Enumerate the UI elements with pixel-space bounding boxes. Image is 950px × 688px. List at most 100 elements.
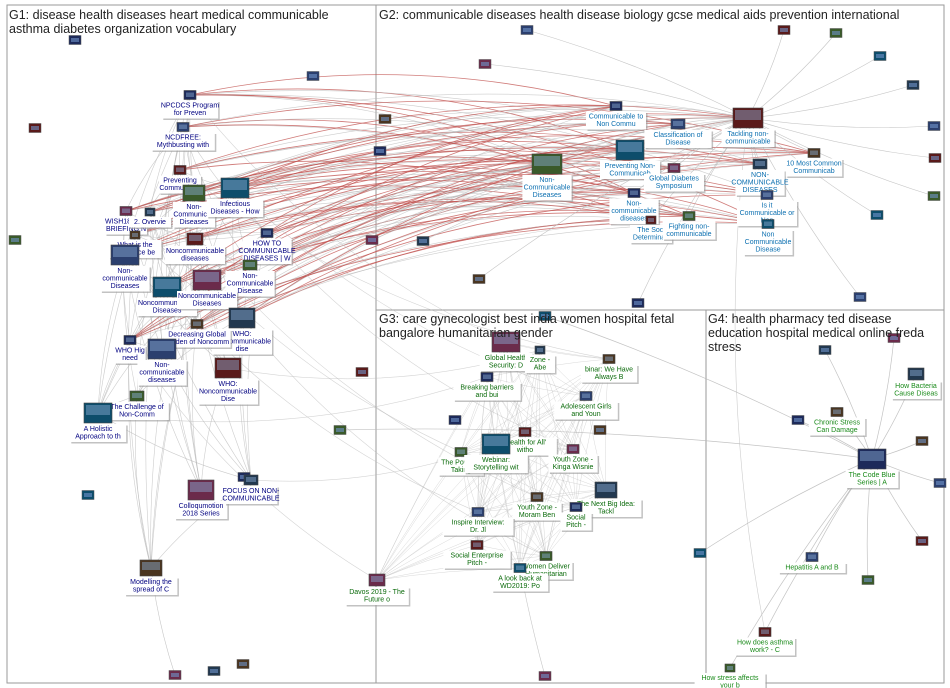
graph-node[interactable]: Fighting non-communicable — [662, 211, 717, 242]
graph-node-unlabeled[interactable] — [593, 425, 607, 435]
graph-node-unlabeled[interactable] — [887, 333, 901, 343]
graph-node[interactable]: Zone -Abe — [525, 345, 557, 375]
graph-node[interactable]: Webinar:Storytelling wit — [464, 433, 530, 475]
panel-title-g1: G1: disease health diseases heart medica… — [9, 8, 329, 36]
edge-236 — [650, 117, 749, 221]
graph-node-unlabeled[interactable] — [861, 575, 875, 585]
node-label-line: 2. Overvie — [134, 219, 166, 226]
graph-node-unlabeled[interactable] — [378, 114, 392, 124]
graph-node-unlabeled[interactable] — [472, 274, 486, 284]
graph-node-unlabeled[interactable] — [818, 345, 832, 355]
graph-node-unlabeled[interactable] — [538, 671, 552, 681]
edge-215 — [384, 109, 749, 120]
edge-84 — [128, 339, 152, 569]
graph-node-unlabeled[interactable] — [777, 25, 791, 35]
graph-node-unlabeled[interactable] — [870, 210, 884, 220]
graph-node-unlabeled[interactable] — [168, 670, 182, 680]
graph-node-unlabeled[interactable] — [448, 415, 462, 425]
graph-node-unlabeled[interactable] — [236, 659, 250, 669]
graph-node-unlabeled[interactable] — [520, 25, 534, 35]
graph-node-unlabeled[interactable] — [373, 146, 387, 156]
graph-node-unlabeled[interactable] — [915, 536, 929, 546]
graph-node-unlabeled[interactable] — [829, 28, 843, 38]
graph-node-unlabeled[interactable] — [927, 121, 941, 131]
node-label-line: Webinar: — [482, 457, 510, 464]
graph-node-unlabeled[interactable] — [68, 35, 82, 45]
graph-node-unlabeled[interactable] — [355, 367, 369, 377]
graph-node[interactable]: 2. Overvie — [129, 207, 173, 229]
graph-node-unlabeled[interactable] — [906, 80, 920, 90]
graph-node-unlabeled[interactable] — [538, 311, 552, 321]
graph-node[interactable]: FOCUS ON NON-COMMUNICABLE — [222, 474, 280, 506]
graph-node-unlabeled[interactable] — [365, 235, 379, 245]
graph-node-unlabeled[interactable] — [873, 51, 887, 61]
graph-node-unlabeled[interactable] — [927, 191, 941, 201]
edge-136 — [149, 185, 652, 221]
graph-node-unlabeled[interactable] — [853, 292, 867, 302]
node-thumbnail — [176, 122, 190, 132]
graph-node[interactable]: Youth Zone -Kinga Wisnie — [548, 444, 600, 475]
graph-node-unlabeled[interactable] — [915, 436, 929, 446]
graph-node[interactable]: Hepatitis A and B — [778, 552, 848, 575]
edge-89 — [135, 395, 152, 569]
node-thumbnail — [758, 627, 772, 637]
graph-node-unlabeled[interactable] — [416, 236, 430, 246]
node-label-line: WISH18 POL — [105, 219, 147, 226]
graph-node-unlabeled[interactable] — [28, 123, 42, 133]
node-label-box — [808, 417, 866, 436]
graph-node[interactable]: Inspire Interview:Dr. Jl — [442, 507, 515, 538]
graph-node-unlabeled[interactable] — [631, 298, 645, 308]
graph-node-unlabeled[interactable] — [933, 478, 947, 488]
graph-node-unlabeled[interactable] — [928, 153, 942, 163]
node-thumbnail — [470, 540, 484, 550]
graph-node-unlabeled[interactable] — [8, 235, 22, 245]
graph-node-unlabeled[interactable] — [791, 415, 805, 425]
graph-node-unlabeled[interactable] — [478, 59, 492, 69]
edge-106 — [179, 104, 749, 171]
node-label-box — [694, 673, 766, 688]
graph-node-unlabeled[interactable] — [306, 71, 320, 81]
graph-node[interactable]: Tackling non-communicable — [721, 107, 776, 149]
graph-node-unlabeled[interactable] — [207, 666, 221, 676]
graph-node-unlabeled[interactable] — [81, 490, 95, 500]
graph-node-unlabeled[interactable] — [693, 548, 707, 558]
graph-node[interactable]: NCDFREE:Mythbusting with — [151, 122, 217, 153]
graph-node[interactable]: Youth Zone -Moram Ben — [512, 492, 564, 523]
graph-node-unlabeled[interactable] — [333, 425, 347, 435]
node-label-line: communicable — [666, 231, 711, 238]
